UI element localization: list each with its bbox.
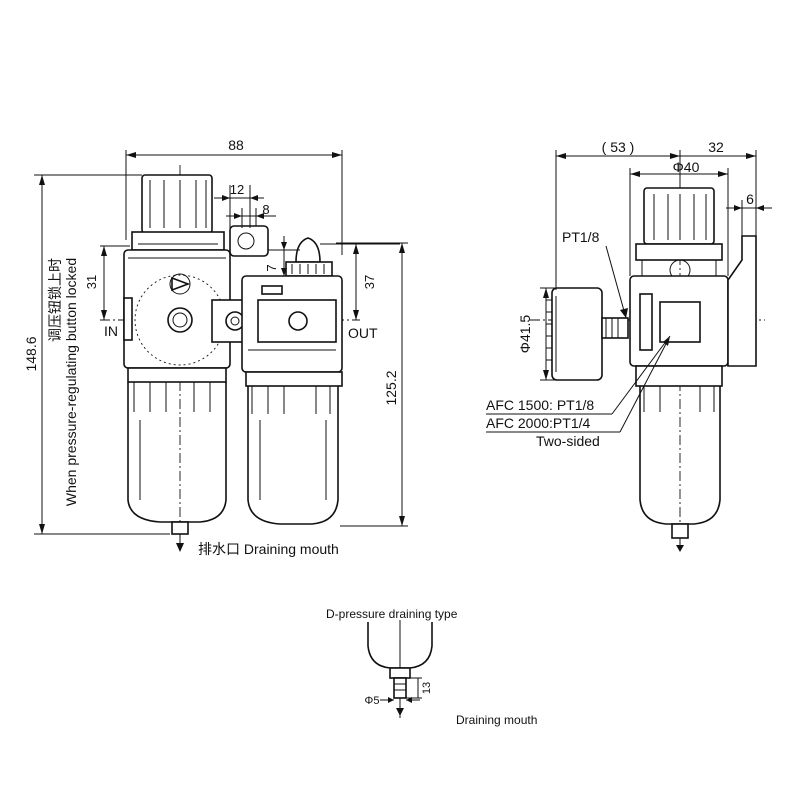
dim-53: ( 53 ) bbox=[602, 139, 635, 155]
dim-31: 31 bbox=[84, 275, 99, 289]
front-view: 88 12 8 31 7 37 bbox=[23, 137, 408, 557]
lock-note-cn: 调压钮锁上时 bbox=[47, 258, 63, 342]
dim-125-2: 125.2 bbox=[383, 370, 399, 405]
dim-phi41-5: Φ41.5 bbox=[517, 315, 533, 354]
lock-note-en: When pressure-regulating button locked bbox=[63, 258, 79, 506]
dim-88: 88 bbox=[228, 137, 244, 153]
afc2000-label: AFC 2000:PT1/4 bbox=[486, 415, 590, 431]
side-view: ( 53 ) 32 Φ40 6 Φ41.5 PT1/8 AFC 1500: PT bbox=[486, 139, 772, 552]
out-label: OUT bbox=[348, 325, 378, 341]
afc1500-label: AFC 1500: PT1/8 bbox=[486, 397, 594, 413]
d-type-detail: D-pressure draining type Φ5 13 Draining … bbox=[326, 607, 537, 727]
dim-12: 12 bbox=[230, 182, 244, 197]
dim-8: 8 bbox=[262, 202, 269, 217]
dim-7: 7 bbox=[264, 264, 279, 271]
pt18-label: PT1/8 bbox=[562, 229, 600, 245]
d-type-title: D-pressure draining type bbox=[326, 607, 458, 621]
dim-6: 6 bbox=[746, 191, 754, 207]
in-label: IN bbox=[104, 323, 118, 339]
drain-main-label: 排水口 Draining mouth bbox=[198, 541, 339, 557]
dim-148-6: 148.6 bbox=[23, 336, 39, 371]
drain-small-label: Draining mouth bbox=[456, 713, 537, 727]
dim-32: 32 bbox=[708, 139, 724, 155]
dim-37: 37 bbox=[362, 275, 377, 289]
dim-phi40: Φ40 bbox=[673, 159, 700, 175]
dim-phi5: Φ5 bbox=[365, 695, 380, 707]
two-sided-label: Two-sided bbox=[536, 433, 600, 449]
dim-13: 13 bbox=[421, 682, 433, 694]
